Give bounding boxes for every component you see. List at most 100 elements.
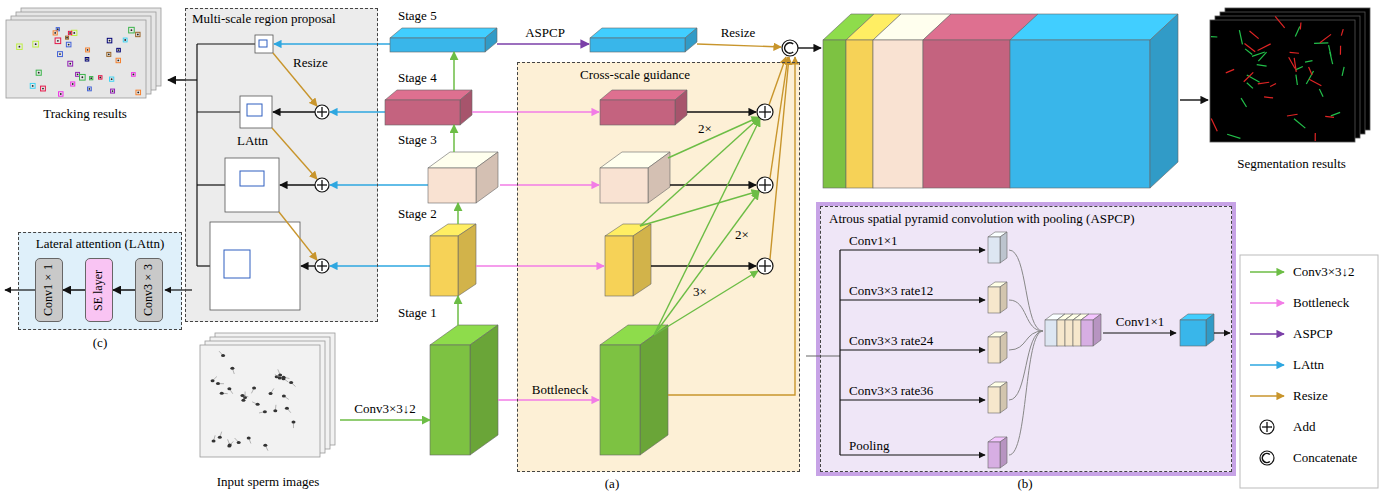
annotation-label: Conv1×1 (848, 234, 899, 249)
annotation-label: Pooling (848, 439, 890, 454)
arrow (640, 191, 759, 226)
legend-text: Concatenate (1292, 451, 1358, 466)
sperm-mask (1257, 65, 1267, 67)
legend-drawing (1240, 255, 1378, 488)
cube-top (385, 90, 472, 100)
arrow (476, 265, 604, 266)
cube-side (1150, 14, 1178, 188)
image-sheet (1210, 20, 1355, 142)
stage-heading: Stage 5 (398, 9, 437, 24)
conv-box: Conv3×3 (135, 258, 163, 322)
sperm-head (230, 367, 234, 370)
branch-cube (988, 282, 1007, 313)
arrow (840, 349, 985, 350)
cube-front (1180, 320, 1206, 346)
add-cross (764, 179, 765, 191)
feature-block: Stage 3 (428, 152, 500, 203)
proposal-box (247, 104, 262, 116)
arrow (687, 111, 756, 112)
sperm-head (240, 394, 244, 397)
bottleneck-block (600, 90, 687, 125)
sperm-mask (1306, 71, 1313, 84)
arrow (697, 44, 781, 47)
cube-top (600, 90, 687, 100)
merge-line (1009, 250, 1043, 331)
connector-arrow (457, 296, 459, 325)
sperm-dot (77, 73, 79, 75)
sperm-mask (1309, 67, 1313, 75)
arrow (1103, 332, 1176, 333)
sperm-head (241, 399, 245, 402)
sperm-head (289, 381, 293, 384)
connector-arrow (340, 419, 430, 421)
cube-front (873, 40, 923, 188)
image-sheet (6, 20, 146, 98)
sperm-dot (117, 60, 119, 62)
arrow (840, 454, 985, 455)
arrow (498, 399, 599, 400)
arrow (798, 47, 821, 48)
legend-text: Bottleneck (1292, 296, 1350, 311)
add-circle (315, 259, 329, 273)
cube-front (600, 168, 648, 203)
arrow (272, 128, 317, 179)
tracking-box (36, 70, 41, 75)
sperm-mask (1315, 133, 1316, 141)
sperm-mask (1226, 69, 1234, 72)
add-circle (315, 105, 329, 119)
cube-side (460, 90, 472, 125)
sperm-mask (1331, 112, 1340, 115)
sperm-mask (1295, 66, 1302, 69)
sperm-dot (73, 32, 75, 34)
arrow (668, 117, 759, 158)
region-box (240, 96, 272, 128)
sperm-mask (1330, 52, 1333, 64)
tracking-box (55, 38, 61, 44)
legend-text: Conv3×3↓2 (1292, 265, 1356, 280)
tracking-box (68, 61, 73, 66)
se-box: SE layer (85, 258, 113, 322)
image-stack: Tracking results (2, 2, 168, 122)
bottleneck-block (600, 325, 668, 455)
image-caption: Segmentation results (1237, 157, 1346, 172)
stage-block (430, 325, 498, 455)
arrow (1214, 332, 1230, 333)
sperm-mask (1294, 58, 1296, 72)
sperm-head (221, 354, 225, 357)
tracking-box (107, 52, 111, 56)
sperm-head (212, 440, 216, 443)
arrow (165, 289, 192, 290)
sperm-dot (99, 76, 101, 78)
concat-circle (1260, 451, 1274, 465)
sperm-dot (89, 88, 91, 90)
cube-front (823, 40, 846, 188)
cube-front (1010, 40, 1150, 188)
cube-side (640, 325, 668, 455)
proposal-box (259, 40, 267, 47)
tracking-box (17, 44, 22, 49)
sperm-head (220, 392, 224, 395)
panel-ground (185, 8, 378, 322)
panel-tag: (a) (604, 477, 620, 492)
panel-outline (818, 204, 1234, 474)
tracking-box (107, 38, 112, 43)
sperm-mask (1227, 134, 1240, 138)
panel-ground (18, 232, 182, 330)
panel-tag: (b) (1016, 477, 1033, 492)
branch-line (839, 250, 840, 455)
sperm-head (263, 410, 267, 413)
cube-front (1057, 320, 1065, 346)
concat-slice (1081, 314, 1101, 346)
network-drawing (5, 8, 1378, 488)
cube-side (1093, 314, 1101, 346)
stage-block (430, 224, 476, 296)
tracking-box (117, 48, 121, 52)
panel-ground (517, 62, 800, 472)
image-caption: Tracking results (43, 107, 127, 122)
sperm-head (291, 421, 295, 424)
sperm-mask (1270, 83, 1276, 86)
